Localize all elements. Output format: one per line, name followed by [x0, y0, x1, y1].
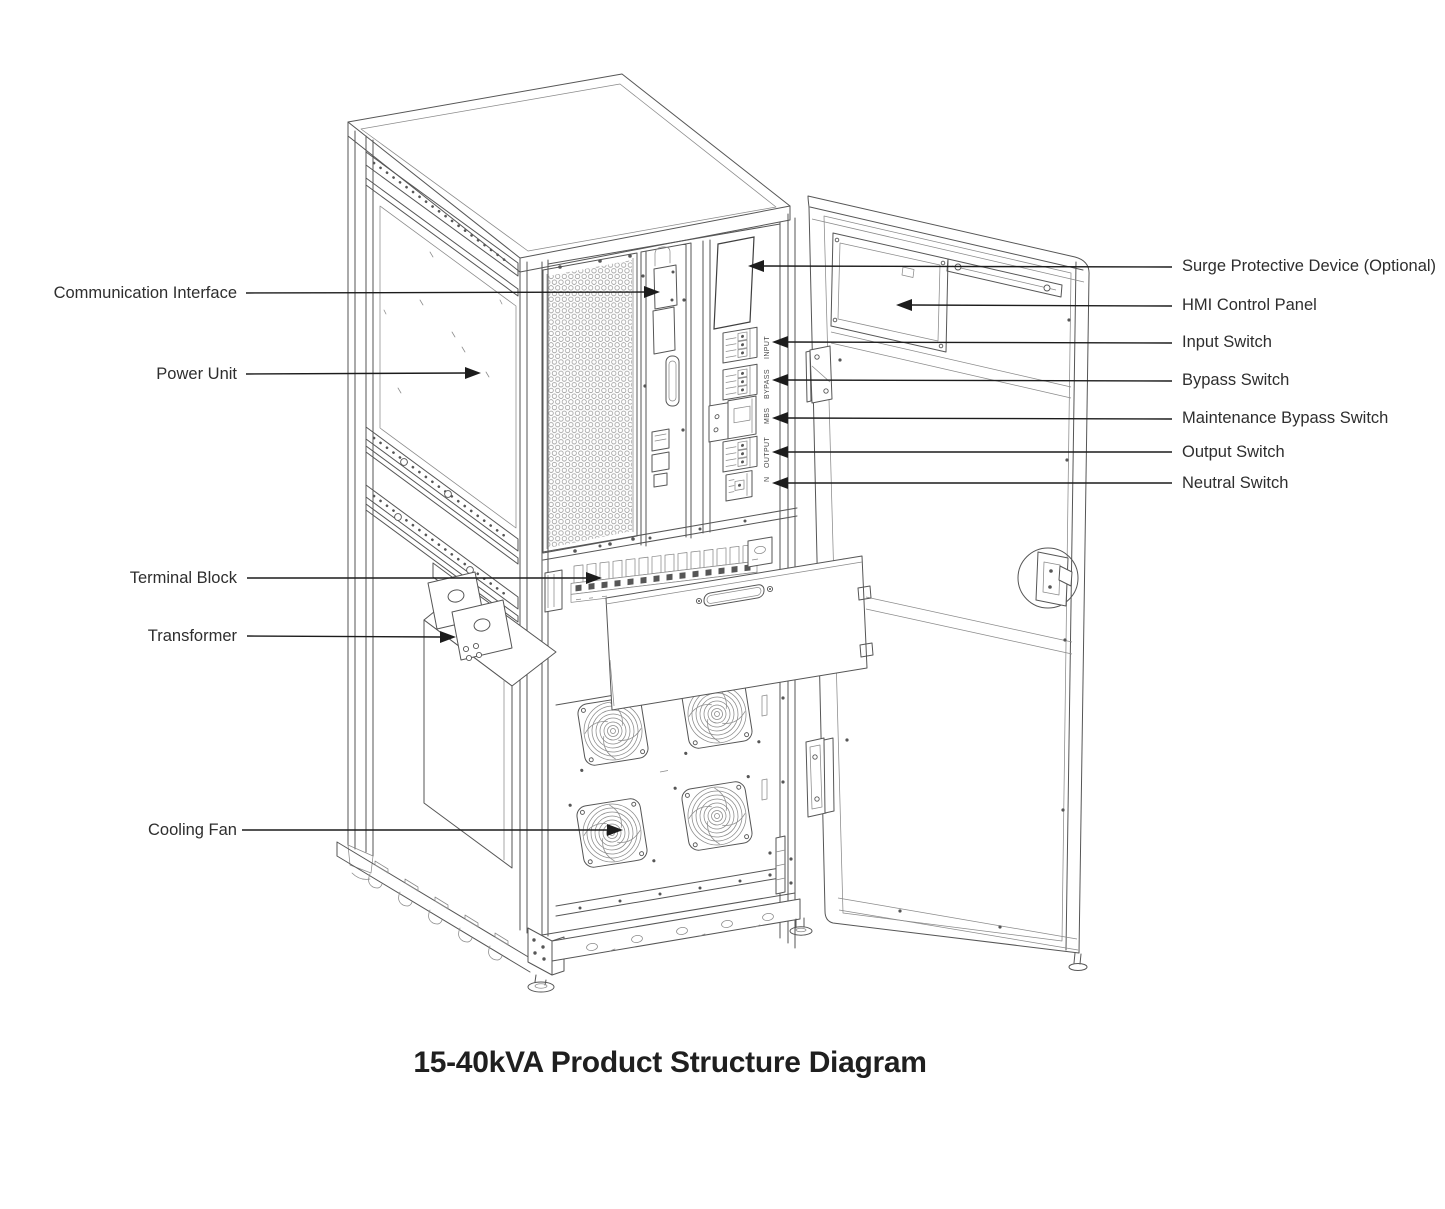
mbs-switch-marking: MBS: [764, 408, 771, 424]
leader-lines: [242, 260, 1173, 836]
cabinet-frame: [347, 73, 796, 949]
label-power-unit: Power Unit: [156, 365, 237, 383]
hinge-middle: [805, 737, 835, 818]
leader-hmi-control-panel: [896, 299, 1173, 311]
power-unit-panel: [379, 205, 517, 529]
hmi-control-panel: [830, 232, 949, 353]
label-neutral-switch: Neutral Switch: [1182, 474, 1289, 492]
leveling-foot: [789, 917, 813, 936]
shelf-band: [542, 507, 798, 561]
label-surge-protective-device: Surge Protective Device (Optional): [1182, 257, 1437, 275]
leader-cooling-fan: [242, 824, 623, 836]
door-latch: [1017, 547, 1079, 609]
terminal-block: [544, 536, 773, 613]
label-terminal-block: Terminal Block: [129, 569, 237, 587]
label-maintenance-bypass-switch: Maintenance Bypass Switch: [1182, 409, 1389, 427]
label-output-switch: Output Switch: [1182, 443, 1285, 461]
neutral-switch-marking: N: [764, 477, 771, 482]
label-cooling-fan: Cooling Fan: [148, 821, 237, 839]
transformer: [423, 571, 557, 869]
hinge-top: [805, 345, 833, 404]
hinge-bottom: [768, 835, 793, 895]
cabinet-base: [336, 841, 813, 993]
fan-panel: [555, 666, 785, 917]
leader-terminal-block: [247, 572, 602, 584]
leveling-foot: [527, 974, 555, 993]
leader-power-unit: [245, 367, 481, 379]
leader-output-switch: [772, 446, 1172, 458]
output-switch-marking: OUTPUT: [764, 437, 771, 468]
surge-protective-device: [702, 236, 755, 534]
switch-stack: INPUT BYPASS MBS OUTPUT N: [708, 326, 771, 502]
label-input-switch: Input Switch: [1182, 333, 1272, 351]
leader-maintenance-bypass-switch: [772, 412, 1173, 424]
cooling-fan-4: [673, 775, 753, 851]
label-hmi-control-panel: HMI Control Panel: [1182, 296, 1317, 314]
label-communication-interface: Communication Interface: [53, 284, 237, 302]
label-bypass-switch: Bypass Switch: [1182, 371, 1290, 389]
bypass-switch: [722, 363, 758, 401]
diagram-title: 15-40kVA Product Structure Diagram: [413, 1046, 927, 1079]
leader-input-switch: [772, 336, 1173, 348]
cover-plate: [605, 555, 874, 711]
leader-communication-interface: [245, 286, 660, 298]
maintenance-bypass-switch: [708, 395, 757, 443]
cooling-fan-1: [577, 690, 649, 772]
input-switch-marking: INPUT: [764, 336, 771, 359]
leader-bypass-switch: [772, 374, 1173, 386]
door-foot: [1068, 952, 1088, 971]
output-switch: [722, 435, 758, 473]
leader-neutral-switch: [772, 477, 1172, 489]
cooling-fan-3: [568, 798, 656, 868]
door-hinges: [768, 345, 835, 895]
input-switch: [722, 326, 758, 364]
communication-interface: [640, 242, 692, 547]
cooling-fans: [568, 679, 761, 868]
leader-surge-protective-device: [748, 260, 1173, 272]
neutral-switch: [725, 470, 753, 502]
door-open: [807, 195, 1090, 971]
label-transformer: Transformer: [147, 627, 237, 645]
mesh-panel: [542, 252, 638, 554]
leader-transformer: [246, 631, 456, 643]
bypass-switch-marking: BYPASS: [764, 369, 771, 399]
